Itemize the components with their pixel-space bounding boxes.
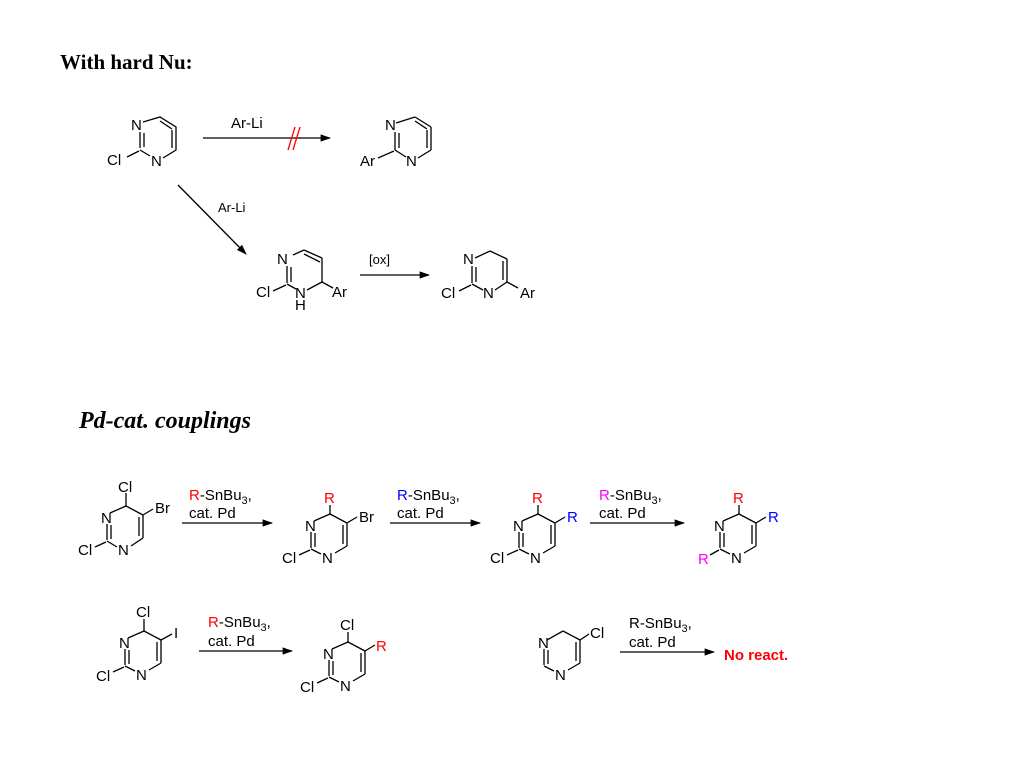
- reagent-r-snbu3: R-SnBu3,: [397, 487, 460, 507]
- arrow-coupling-5: R-SnBu3, cat. Pd: [620, 615, 716, 656]
- reagent-r-snbu3: R-SnBu3,: [208, 614, 271, 634]
- molecule-2-4-dichloro-5-r-pyrimidine: Cl R N N Cl: [300, 617, 387, 696]
- atom-n: N: [463, 251, 474, 268]
- atom-ar: Ar: [360, 153, 375, 170]
- atom-cl: Cl: [107, 152, 121, 169]
- atom-n: N: [530, 550, 541, 567]
- molecule-2-chloropyrimidine: N N Cl: [107, 116, 177, 170]
- atom-cl: Cl: [590, 625, 604, 642]
- blocked-mark: [287, 126, 296, 151]
- atom-n: N: [385, 117, 396, 134]
- atom-r-red: R: [532, 490, 543, 507]
- reagent-r-snbu3: R-SnBu3,: [599, 487, 662, 507]
- molecule-2-arylpyrimidine: N N Ar: [360, 116, 432, 170]
- atom-br: Br: [155, 500, 170, 517]
- atom-i: I: [174, 625, 178, 642]
- heading-hard-nu: With hard Nu:: [60, 50, 193, 74]
- atom-n: N: [714, 518, 725, 535]
- heading-pd-couplings: Pd-cat. couplings: [79, 408, 251, 434]
- atom-n: N: [101, 510, 112, 527]
- atom-n: N: [151, 153, 162, 170]
- atom-n: N: [119, 635, 130, 652]
- reagent-cat-pd: cat. Pd: [599, 505, 646, 522]
- molecule-2-4-dichloro-5-iodopyrimidine: Cl I N N Cl: [96, 604, 178, 685]
- atom-ar: Ar: [332, 284, 347, 301]
- reagent-ar-li: Ar-Li: [218, 200, 246, 215]
- atom-n: N: [118, 542, 129, 559]
- atom-cl: Cl: [300, 679, 314, 696]
- atom-br: Br: [359, 509, 374, 526]
- arrow-coupling-4: R-SnBu3, cat. Pd: [199, 614, 294, 655]
- atom-h: H: [295, 297, 306, 314]
- atom-n: N: [731, 550, 742, 567]
- reagent-ar-li: Ar-Li: [231, 115, 263, 132]
- atom-r-magenta: R: [698, 551, 709, 568]
- atom-n: N: [322, 550, 333, 567]
- atom-n: N: [406, 153, 417, 170]
- atom-n: N: [277, 251, 288, 268]
- atom-r-blue: R: [567, 509, 578, 526]
- molecule-2-chloro-4-arylpyrimidine: N N Cl Ar: [441, 250, 535, 302]
- reagent-cat-pd: cat. Pd: [208, 633, 255, 650]
- reagent-cat-pd: cat. Pd: [397, 505, 444, 522]
- atom-n: N: [295, 285, 306, 302]
- atom-n: N: [555, 667, 566, 684]
- atom-cl: Cl: [96, 668, 110, 685]
- atom-r-red: R: [324, 490, 335, 507]
- atom-r-blue: R: [768, 509, 779, 526]
- atom-cl: Cl: [136, 604, 150, 621]
- atom-cl: Cl: [282, 550, 296, 567]
- atom-n: N: [538, 635, 549, 652]
- reagent-ox: [ox]: [369, 252, 390, 267]
- reagent-cat-pd: cat. Pd: [189, 505, 236, 522]
- molecule-5-bromo-2-4-dichloropyrimidine: Cl Br N N Cl: [78, 479, 170, 559]
- atom-n: N: [483, 285, 494, 302]
- molecule-5-chloropyrimidine: N N Cl: [538, 625, 604, 684]
- arrow-diagonal: Ar-Li: [177, 184, 247, 255]
- atom-cl: Cl: [441, 285, 455, 302]
- atom-ar: Ar: [520, 285, 535, 302]
- atom-cl: Cl: [256, 284, 270, 301]
- atom-n: N: [305, 518, 316, 535]
- reagent-r-snbu3: R-SnBu3,: [189, 487, 252, 507]
- blocked-mark: [292, 126, 301, 151]
- atom-n: N: [323, 646, 334, 663]
- molecule-dihydropyrimidine: N N H Cl Ar: [256, 249, 347, 314]
- atom-cl: Cl: [118, 479, 132, 496]
- arrow-oxidation: [ox]: [360, 252, 431, 279]
- molecule-trisubstituted-pyrimidine: R R N N R: [698, 490, 779, 568]
- arrow-coupling-1: R-SnBu3, cat. Pd: [182, 487, 274, 527]
- no-reaction-label: No react.: [724, 647, 788, 664]
- atom-n: N: [136, 667, 147, 684]
- atom-r-red: R: [733, 490, 744, 507]
- atom-n: N: [131, 117, 142, 134]
- reagent-r-snbu3: R-SnBu3,: [629, 615, 692, 635]
- arrow-coupling-2: R-SnBu3, cat. Pd: [390, 487, 482, 527]
- atom-cl: Cl: [340, 617, 354, 634]
- arrow-blocked: Ar-Li: [203, 115, 332, 151]
- atom-n: N: [340, 678, 351, 695]
- atom-n: N: [513, 518, 524, 535]
- atom-r-red: R: [376, 638, 387, 655]
- molecule-4-r-5-bromo-2-chloropyrimidine: R Br N N Cl: [282, 490, 374, 567]
- arrow-coupling-3: R-SnBu3, cat. Pd: [590, 487, 686, 527]
- atom-cl: Cl: [78, 542, 92, 559]
- atom-cl: Cl: [490, 550, 504, 567]
- reagent-cat-pd: cat. Pd: [629, 634, 676, 651]
- molecule-4-5-disubstituted-2-chloropyrimidine: R R N N Cl: [490, 490, 578, 567]
